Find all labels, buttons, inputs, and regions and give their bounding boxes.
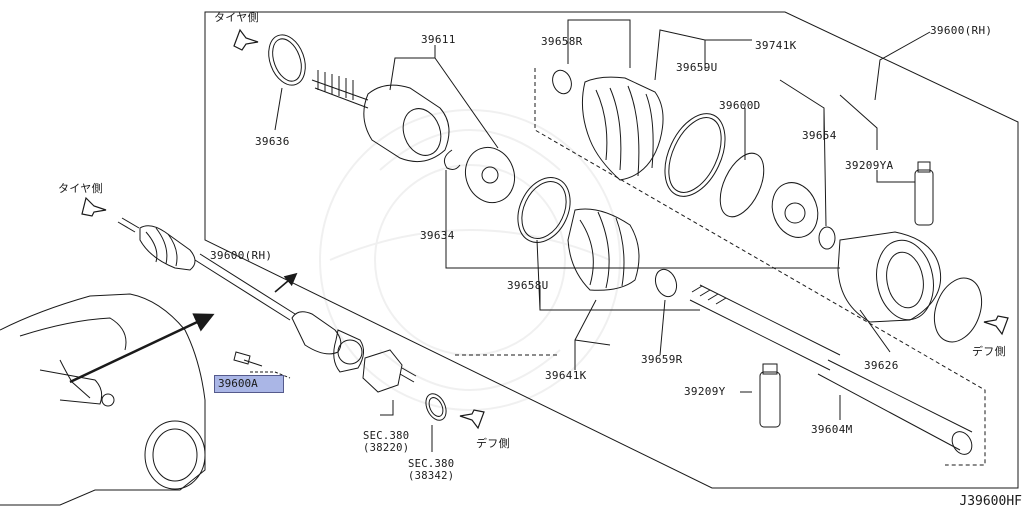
section-ref-38342-line1[interactable]: SEC.380	[408, 458, 455, 470]
part-label-39600rh-shaft[interactable]: 39600(RH)	[210, 249, 273, 262]
part-label-39659u[interactable]: 39659U	[676, 61, 718, 74]
part-label-39209y[interactable]: 39209Y	[684, 385, 726, 398]
section-ref-38220-line1[interactable]: SEC.380	[363, 430, 410, 442]
part-label-39654[interactable]: 39654	[802, 129, 837, 142]
part-label-39600rh-box[interactable]: 39600(RH)	[930, 24, 993, 37]
part-label-39641k[interactable]: 39641K	[545, 369, 587, 382]
direction-label-tire-top: タイヤ側	[214, 11, 259, 24]
part-label-39659r[interactable]: 39659R	[641, 353, 683, 366]
part-label-39600d[interactable]: 39600D	[719, 99, 761, 112]
direction-label-tire-left: タイヤ側	[58, 182, 103, 195]
part-label-39634[interactable]: 39634	[420, 229, 455, 242]
part-label-39741k[interactable]: 39741K	[755, 39, 797, 52]
direction-label-diff-right: デフ側	[972, 345, 1006, 358]
part-label-39626[interactable]: 39626	[864, 359, 899, 372]
section-ref-38342-line2[interactable]: (38342)	[408, 470, 455, 482]
part-label-39658u[interactable]: 39658U	[507, 279, 549, 292]
section-ref-38220-line2[interactable]: (38220)	[363, 442, 410, 454]
part-label-39604m[interactable]: 39604M	[811, 423, 853, 436]
part-label-39600a-highlighted[interactable]: 39600A	[214, 375, 284, 393]
diagram-code: J39600HF	[959, 494, 1022, 509]
part-label-39209ya[interactable]: 39209YA	[845, 159, 894, 172]
part-label-39611[interactable]: 39611	[421, 33, 456, 46]
part-label-39658r[interactable]: 39658R	[541, 35, 583, 48]
exploded-view-border	[204, 11, 1019, 489]
direction-label-diff-bottom: デフ側	[476, 437, 510, 450]
part-label-39636[interactable]: 39636	[255, 135, 290, 148]
